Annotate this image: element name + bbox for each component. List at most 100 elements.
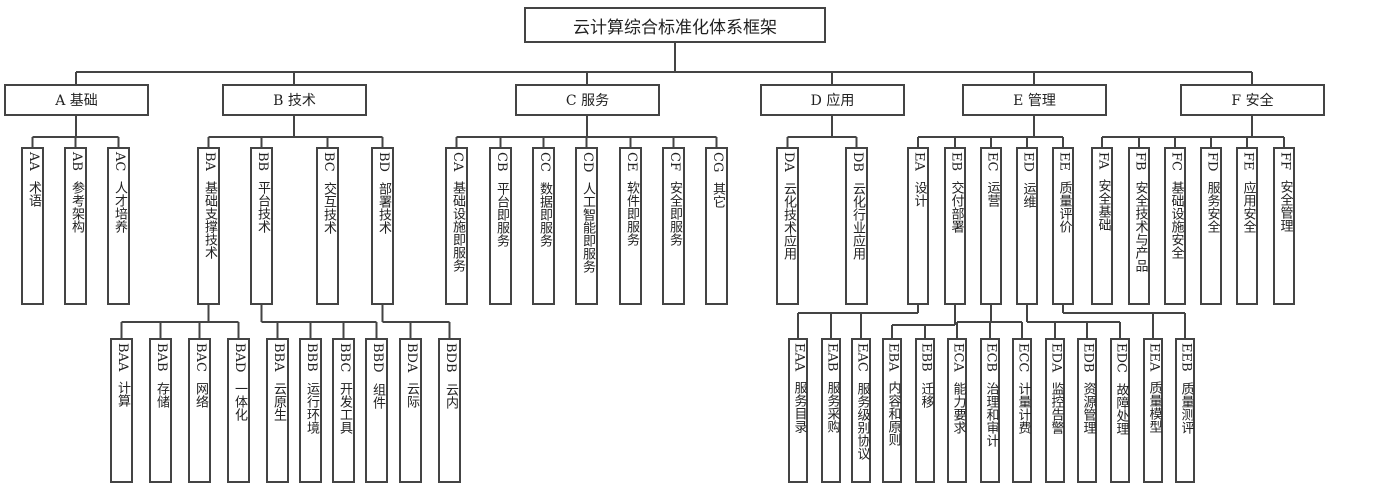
node-name: 内容和原则	[885, 381, 901, 447]
node-code: FA	[1095, 152, 1111, 170]
node-ba: BA 基础支撑技术	[197, 147, 220, 305]
node-name: 云原生	[270, 381, 286, 421]
node-name: 质量评价	[1056, 180, 1072, 233]
category-label: F 安全	[1231, 93, 1274, 109]
node-name: 平台技术	[254, 181, 270, 234]
node-name: 安全即服务	[666, 180, 682, 246]
category-label: C 服务	[565, 93, 610, 109]
node-name: 监控告警	[1048, 382, 1064, 435]
node-code: CE	[623, 152, 639, 172]
node-name: 云化技术应用	[780, 181, 796, 260]
node-code: ECC	[1015, 343, 1031, 373]
node-name: 交付部署	[948, 181, 964, 234]
node-name: 存储	[153, 381, 169, 408]
node-fd: FD 服务安全	[1200, 147, 1222, 305]
node-name: 基础支撑技术	[201, 180, 217, 259]
node-code: EC	[984, 152, 1000, 172]
node-name: 安全基础	[1095, 179, 1111, 232]
node-name: 质量测评	[1178, 381, 1194, 434]
node-name: 服务安全	[1204, 181, 1220, 234]
node-code: BDB	[442, 343, 458, 373]
node-name: 安全管理	[1277, 180, 1293, 233]
node-code: CD	[579, 152, 595, 173]
node-code: EBA	[885, 343, 901, 372]
node-code: BBC	[336, 343, 352, 373]
node-name: 平台即服务	[493, 181, 509, 247]
node-name: 服务目录	[791, 381, 807, 434]
node-name: 开发工具	[336, 382, 352, 435]
node-code: BA	[201, 152, 217, 171]
node-name: 治理和审计	[983, 382, 999, 447]
node-code: FD	[1204, 152, 1220, 172]
category-a: A 基础	[4, 84, 149, 116]
node-code: DA	[780, 152, 796, 172]
node-name: 设计	[911, 180, 927, 207]
node-name: 人才培养	[111, 181, 127, 234]
node-code: ED	[1020, 152, 1036, 172]
node-code: EDB	[1080, 343, 1096, 373]
node-code: AC	[111, 152, 127, 172]
node-code: BAD	[231, 343, 247, 373]
node-cc: CC 数据即服务	[532, 147, 555, 305]
node-code: ECA	[950, 343, 966, 372]
node-code: BBB	[303, 343, 319, 372]
node-name: 网络	[192, 381, 208, 408]
node-code: EDC	[1113, 343, 1129, 373]
node-eba: EBA 内容和原则	[882, 338, 902, 483]
node-name: 运行环境	[303, 381, 319, 434]
category-label: B 技术	[273, 93, 316, 109]
node-name: 软件即服务	[623, 181, 639, 247]
node-code: BB	[254, 152, 270, 172]
node-name: 服务级别协议	[854, 381, 870, 460]
root-node: 云计算综合标准化体系框架	[524, 7, 826, 43]
node-name: 安全技术与产品	[1132, 180, 1148, 272]
node-name: 迁移	[918, 381, 934, 408]
node-code: CC	[536, 152, 552, 172]
category-label: D 应用	[810, 93, 855, 109]
node-code: BD	[375, 152, 391, 172]
node-bbc: BBC 开发工具	[332, 338, 355, 483]
category-e: E 管理	[962, 84, 1107, 116]
category-d: D 应用	[760, 84, 905, 116]
node-ecc: ECC 计量计费	[1012, 338, 1032, 483]
node-code: AB	[68, 152, 84, 171]
node-name: 服务采购	[824, 381, 840, 434]
node-code: EAB	[824, 343, 840, 372]
node-name: 云化行业应用	[849, 181, 865, 260]
node-name: 数据即服务	[536, 181, 552, 247]
node-code: CA	[449, 152, 465, 172]
node-code: BBD	[369, 343, 385, 373]
category-label: E 管理	[1013, 93, 1056, 109]
node-ce: CE 软件即服务	[619, 147, 642, 305]
node-da: DA 云化技术应用	[776, 147, 799, 305]
node-name: 术语	[25, 180, 41, 207]
node-fa: FA 安全基础	[1091, 147, 1113, 305]
node-name: 故障处理	[1113, 382, 1129, 435]
node-name: 参考架构	[68, 180, 84, 233]
node-code: BC	[320, 152, 336, 172]
node-name: 能力要求	[950, 381, 966, 434]
node-edc: EDC 故障处理	[1110, 338, 1130, 483]
node-eca: ECA 能力要求	[947, 338, 967, 483]
node-name: 计量计费	[1015, 382, 1031, 435]
